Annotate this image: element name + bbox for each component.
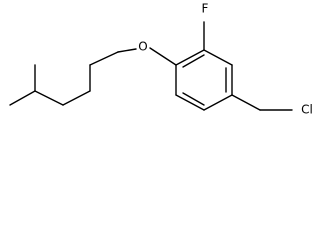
ring-double-bond-1 xyxy=(182,54,205,68)
bond-ch-ch2a xyxy=(34,90,64,106)
bond-ch2d-oxygen xyxy=(117,48,137,53)
ring-bond-1 xyxy=(175,49,205,66)
ring-bond-4 xyxy=(203,94,233,111)
ring-bond-2 xyxy=(203,49,233,66)
fluorine-label: F xyxy=(202,2,209,16)
oxygen-label: O xyxy=(138,40,147,54)
bond-ch2c-ch2d xyxy=(89,51,119,66)
ring-bond-5 xyxy=(175,94,205,111)
structure-canvas: O F Cl xyxy=(9,1,313,117)
bond-ch-ch3b xyxy=(9,90,36,106)
ring-double-bond-3 xyxy=(182,92,205,106)
chlorine-label: Cl xyxy=(301,103,313,117)
molecule-diagram: O F Cl xyxy=(9,2,313,117)
bond-ch2a-ch2b xyxy=(62,90,91,106)
bond-oxygen-ring xyxy=(149,47,177,66)
bond-ring-ch2cl xyxy=(231,94,261,111)
